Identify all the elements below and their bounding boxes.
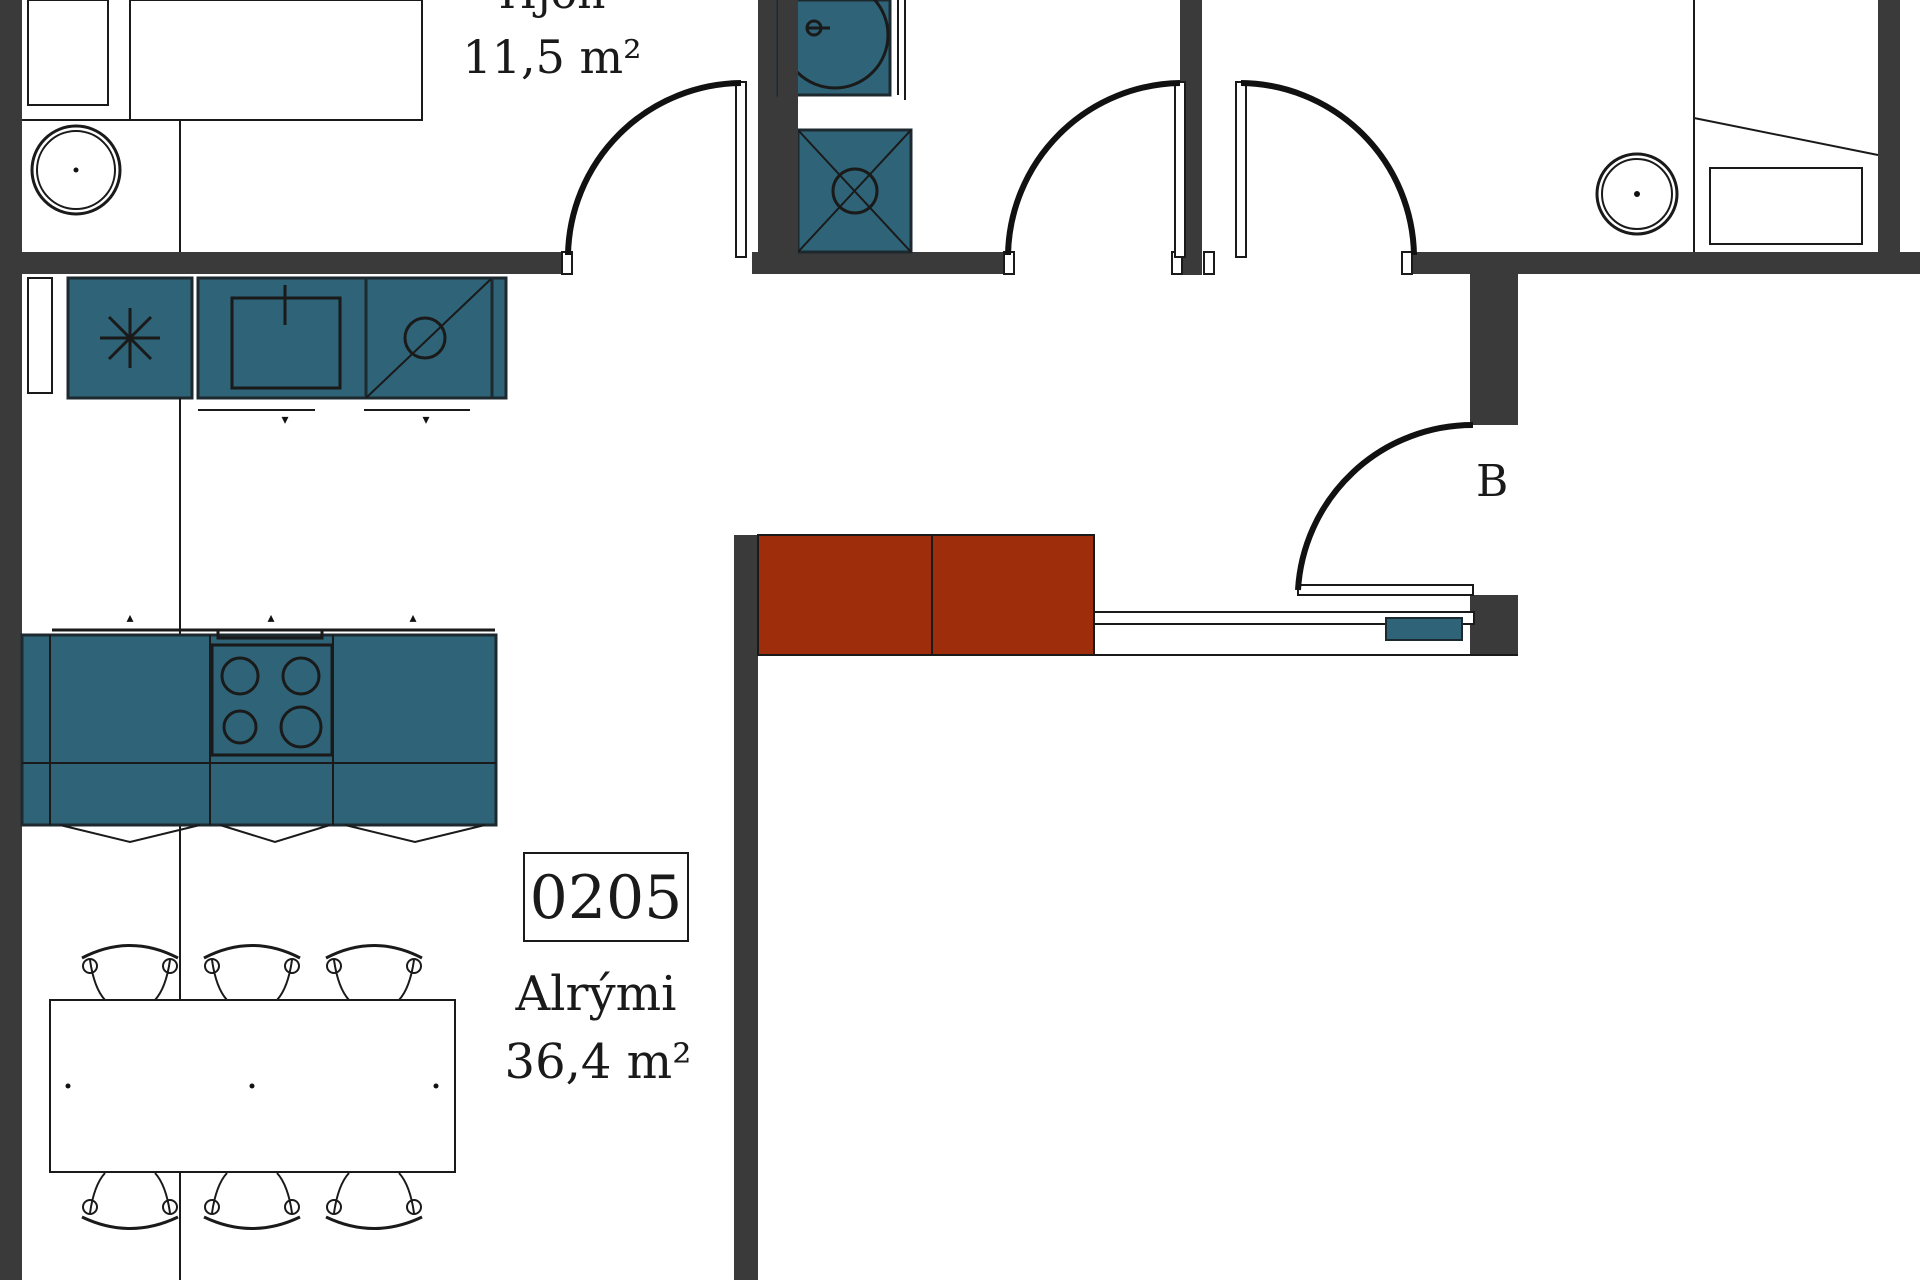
burner-icon (222, 709, 258, 745)
burner-icon (220, 656, 260, 696)
bed (129, 0, 423, 121)
table-dot (65, 1083, 71, 1089)
fridge-niche (27, 277, 53, 394)
shower-diag (797, 129, 912, 253)
door-jamb (1401, 251, 1413, 275)
table-dot (249, 1083, 255, 1089)
door-swing (1005, 80, 1181, 256)
right-bedroom-wall (1878, 0, 1900, 270)
living-room-area: 36,4 m² (505, 1034, 692, 1090)
lamp-dot (73, 167, 79, 173)
bedroom-label: Hjón (499, 0, 606, 19)
sliding-rail (1093, 611, 1475, 625)
dishwasher-diag (365, 277, 493, 399)
burner-icon (281, 656, 321, 696)
chair (81, 1172, 179, 1230)
extractor-icon (100, 308, 160, 368)
bedroom-bottom-wall (0, 252, 565, 274)
kitchen-island (20, 633, 498, 827)
unit-number-box (523, 852, 689, 942)
door-jamb (1003, 251, 1015, 275)
bathroom-bottom-wall (752, 252, 1004, 274)
bedroom2-lamp-icon (1595, 152, 1679, 236)
door-leaf (1235, 81, 1247, 258)
chair (325, 1172, 423, 1230)
bedroom2-bottom-wall (1410, 252, 1920, 274)
left-exterior-wall (0, 0, 22, 1280)
entrance-door-swing (1295, 421, 1474, 591)
island-stool-line (344, 824, 486, 844)
chair (325, 944, 423, 1001)
cooktop-icon (210, 643, 334, 757)
island-stool-line (219, 824, 331, 844)
bathroom-left-wall (758, 0, 778, 255)
bedroom2-shelf (1709, 167, 1863, 245)
arrow-up-icon: ▴ (267, 611, 274, 626)
bathroom-wall-edge (778, 0, 798, 255)
arrow-down-icon: ▾ (422, 413, 429, 428)
door-swing (565, 80, 742, 256)
storage-cabinet-right (931, 534, 1095, 656)
wardrobe (27, 0, 109, 106)
door-jamb (1203, 251, 1215, 275)
burner-icon (279, 705, 323, 749)
shoe-cabinet (1385, 617, 1463, 641)
table-dot (433, 1083, 439, 1089)
arrow-up-icon: ▴ (126, 611, 133, 626)
dishwasher-icon (403, 316, 447, 360)
entrance-label: B (1476, 456, 1508, 507)
bedroom2-lamp-inner-icon (1601, 158, 1673, 230)
shower-drain-icon (831, 167, 879, 215)
door-leaf (735, 81, 747, 258)
arrow-down-icon: ▾ (281, 413, 288, 428)
storage-cabinet-left (757, 534, 933, 656)
door-swing (1240, 80, 1417, 256)
cooktop-rail (216, 628, 324, 640)
entrance-partition-wall (1470, 255, 1518, 425)
unit-number: 0205 (530, 863, 683, 933)
cabinet-end (490, 276, 508, 400)
bedroom2-wardrobe-door (1693, 117, 1879, 156)
arrow-up-icon: ▴ (409, 611, 416, 626)
bedroom-area: 11,5 m² (462, 30, 641, 84)
chair (203, 1172, 301, 1230)
chair (81, 944, 179, 1001)
bedroom2-lamp-dot (1634, 191, 1640, 197)
lamp-inner-icon (36, 130, 116, 210)
entrance-stub-wall (1470, 595, 1518, 655)
chair (203, 944, 301, 1001)
door-leaf (1174, 81, 1186, 258)
island-stool-line (59, 824, 201, 844)
entrance-door-leaf (1297, 584, 1474, 596)
balcony-left-wall (734, 535, 758, 1280)
lamp-icon (30, 124, 122, 216)
living-room-label: Alrými (515, 966, 677, 1022)
storage-side-wall (734, 535, 758, 655)
door-jamb (561, 251, 573, 275)
